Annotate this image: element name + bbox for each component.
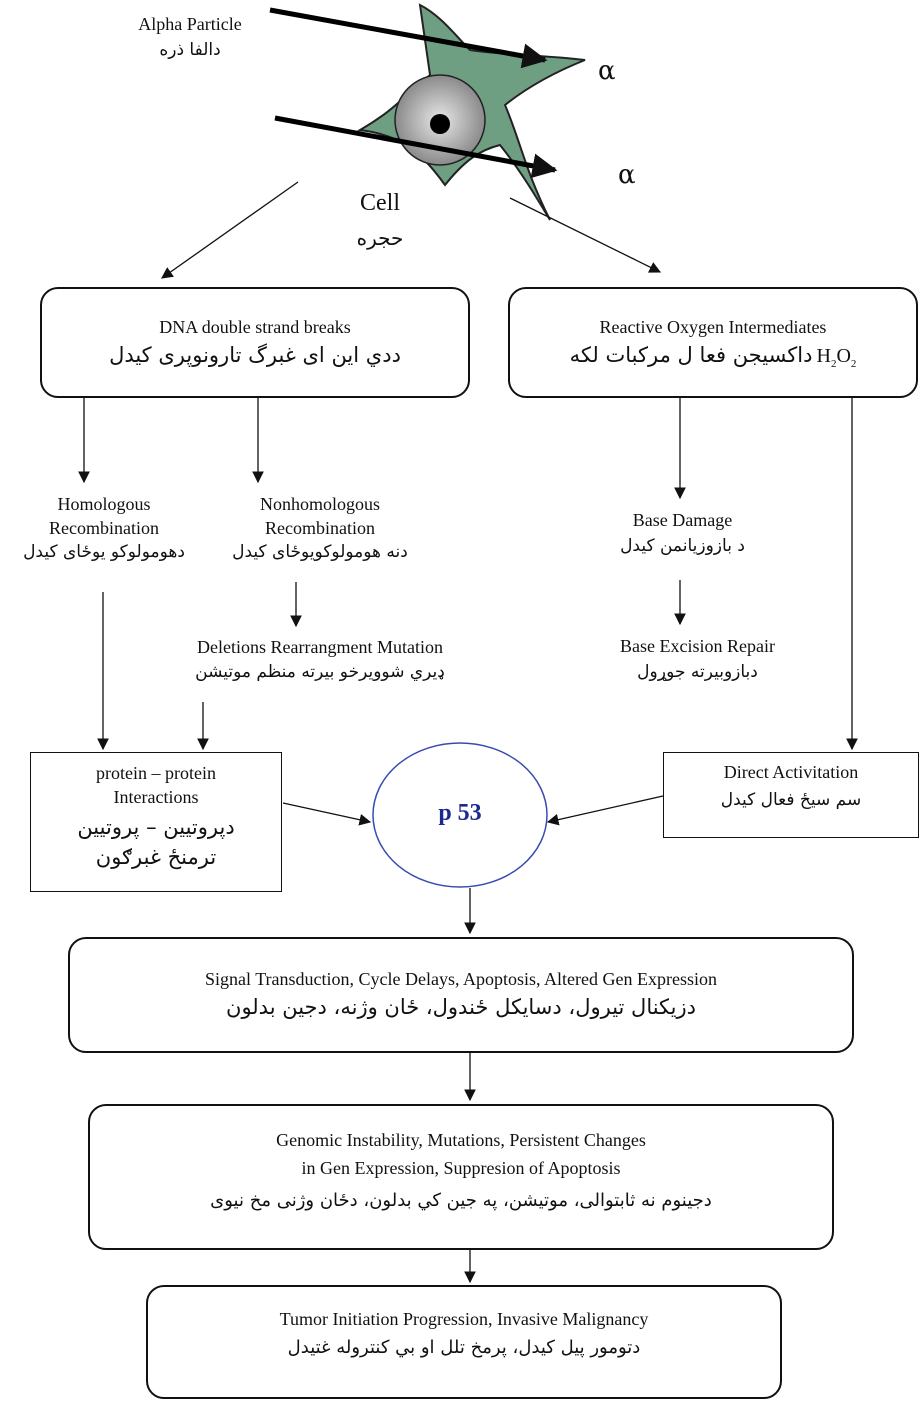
- ber-label-fa: دبازوبيرته جوړول: [637, 662, 758, 682]
- alpha-symbol-1: α: [598, 56, 616, 86]
- ber-label: Base Excision Repair: [620, 636, 775, 656]
- roi-label: Reactive Oxygen Intermediates: [599, 317, 827, 337]
- nonhomologous-label-fa: دنه هومولوکويوځای کيدل: [232, 542, 408, 562]
- p53-label: p 53: [438, 800, 482, 826]
- cell-label-fa: حجره: [356, 226, 404, 250]
- homologous-label-2: Recombination: [49, 518, 159, 538]
- base-damage-label-fa: د بازوزيانمن کيدل: [620, 536, 745, 556]
- genomic-label-2: in Gen Expression, Suppresion of Apoptos…: [301, 1158, 621, 1178]
- nonhomologous-label-2: Recombination: [265, 518, 375, 538]
- arrow-cell-to-dsb: [161, 181, 299, 279]
- alpha-arrow-1: [269, 7, 548, 69]
- genomic-label-fa: دجينوم نه ثابتوالی، موتيشن، په جين کي بد…: [210, 1190, 712, 1211]
- dsb-label: DNA double strand breaks: [159, 317, 351, 337]
- signal-box: Signal Transduction, Cycle Delays, Apopt…: [68, 937, 854, 1053]
- direct-label: Direct Activitation: [723, 762, 859, 782]
- deletions-label: Deletions Rearrangment Mutation: [197, 637, 443, 657]
- nonhomologous-label-1: Nonhomologous: [259, 494, 380, 514]
- alpha-particle-label-fa: دالفا ذره: [159, 40, 221, 60]
- homologous-label-1: Homologous: [57, 494, 151, 514]
- ppi-label-fa-1: دپروتيين – پروتيين: [77, 815, 235, 839]
- genomic-label-1: Genomic Instability, Mutations, Persiste…: [276, 1130, 646, 1150]
- ppi-label-fa-2: ترمنځ غبرګون: [95, 845, 217, 869]
- deletions-label-fa: ډيري شوويرخو بيرته منظم موتيشن: [195, 662, 445, 682]
- h2o2-formula: H2O2: [816, 345, 857, 370]
- base-damage-label: Base Damage: [632, 510, 733, 530]
- homologous-label-fa: دهومولوکو يوځای کيدل: [23, 542, 185, 562]
- cell-label: Cell: [360, 190, 400, 216]
- dsb-label-fa: ددي اين ای غبرگ تارونوپری کيدل: [109, 343, 401, 367]
- alpha-symbol-2: α: [618, 160, 636, 190]
- ppi-label-2: Interactions: [113, 787, 199, 807]
- arrow-cell-to-roi: [509, 197, 662, 273]
- direct-box: Direct Activitation سم سيځ فعال کيدل: [663, 752, 919, 838]
- genomic-box: Genomic Instability, Mutations, Persiste…: [88, 1104, 834, 1250]
- signal-label: Signal Transduction, Cycle Delays, Apopt…: [205, 969, 717, 989]
- roi-label-fa-row: داکسيجن فعا ل مرکبات لکه H2O2: [510, 343, 916, 370]
- tumor-label-fa: دتومور پيل کيدل، پرمخ تلل او بي کنترولە …: [287, 1337, 641, 1358]
- alpha-particle-label: Alpha Particle: [138, 14, 242, 34]
- dsb-box: DNA double strand breaks ددي اين ای غبرگ…: [40, 287, 470, 398]
- roi-box: Reactive Oxygen Intermediates داکسيجن فع…: [508, 287, 918, 398]
- arrow-direct-to-p53: [546, 795, 664, 826]
- tumor-box: Tumor Initiation Progression, Invasive M…: [146, 1285, 782, 1399]
- roi-label-fa: داکسيجن فعا ل مرکبات لکه: [569, 343, 813, 367]
- alpha-arrow-2: [274, 115, 558, 179]
- p53-circle: [372, 742, 548, 888]
- tumor-label: Tumor Initiation Progression, Invasive M…: [279, 1309, 649, 1329]
- ppi-label-1: protein – protein: [96, 763, 216, 783]
- nucleolus: [430, 114, 450, 134]
- direct-label-fa: سم سيځ فعال کيدل: [720, 790, 862, 810]
- ppi-box: protein – protein Interactions دپروتيين …: [30, 752, 282, 892]
- signal-label-fa: دزيکنال تيرول، دسايکل ځندول، ځان وژنه، د…: [226, 995, 696, 1019]
- arrow-ppi-to-p53: [282, 802, 372, 826]
